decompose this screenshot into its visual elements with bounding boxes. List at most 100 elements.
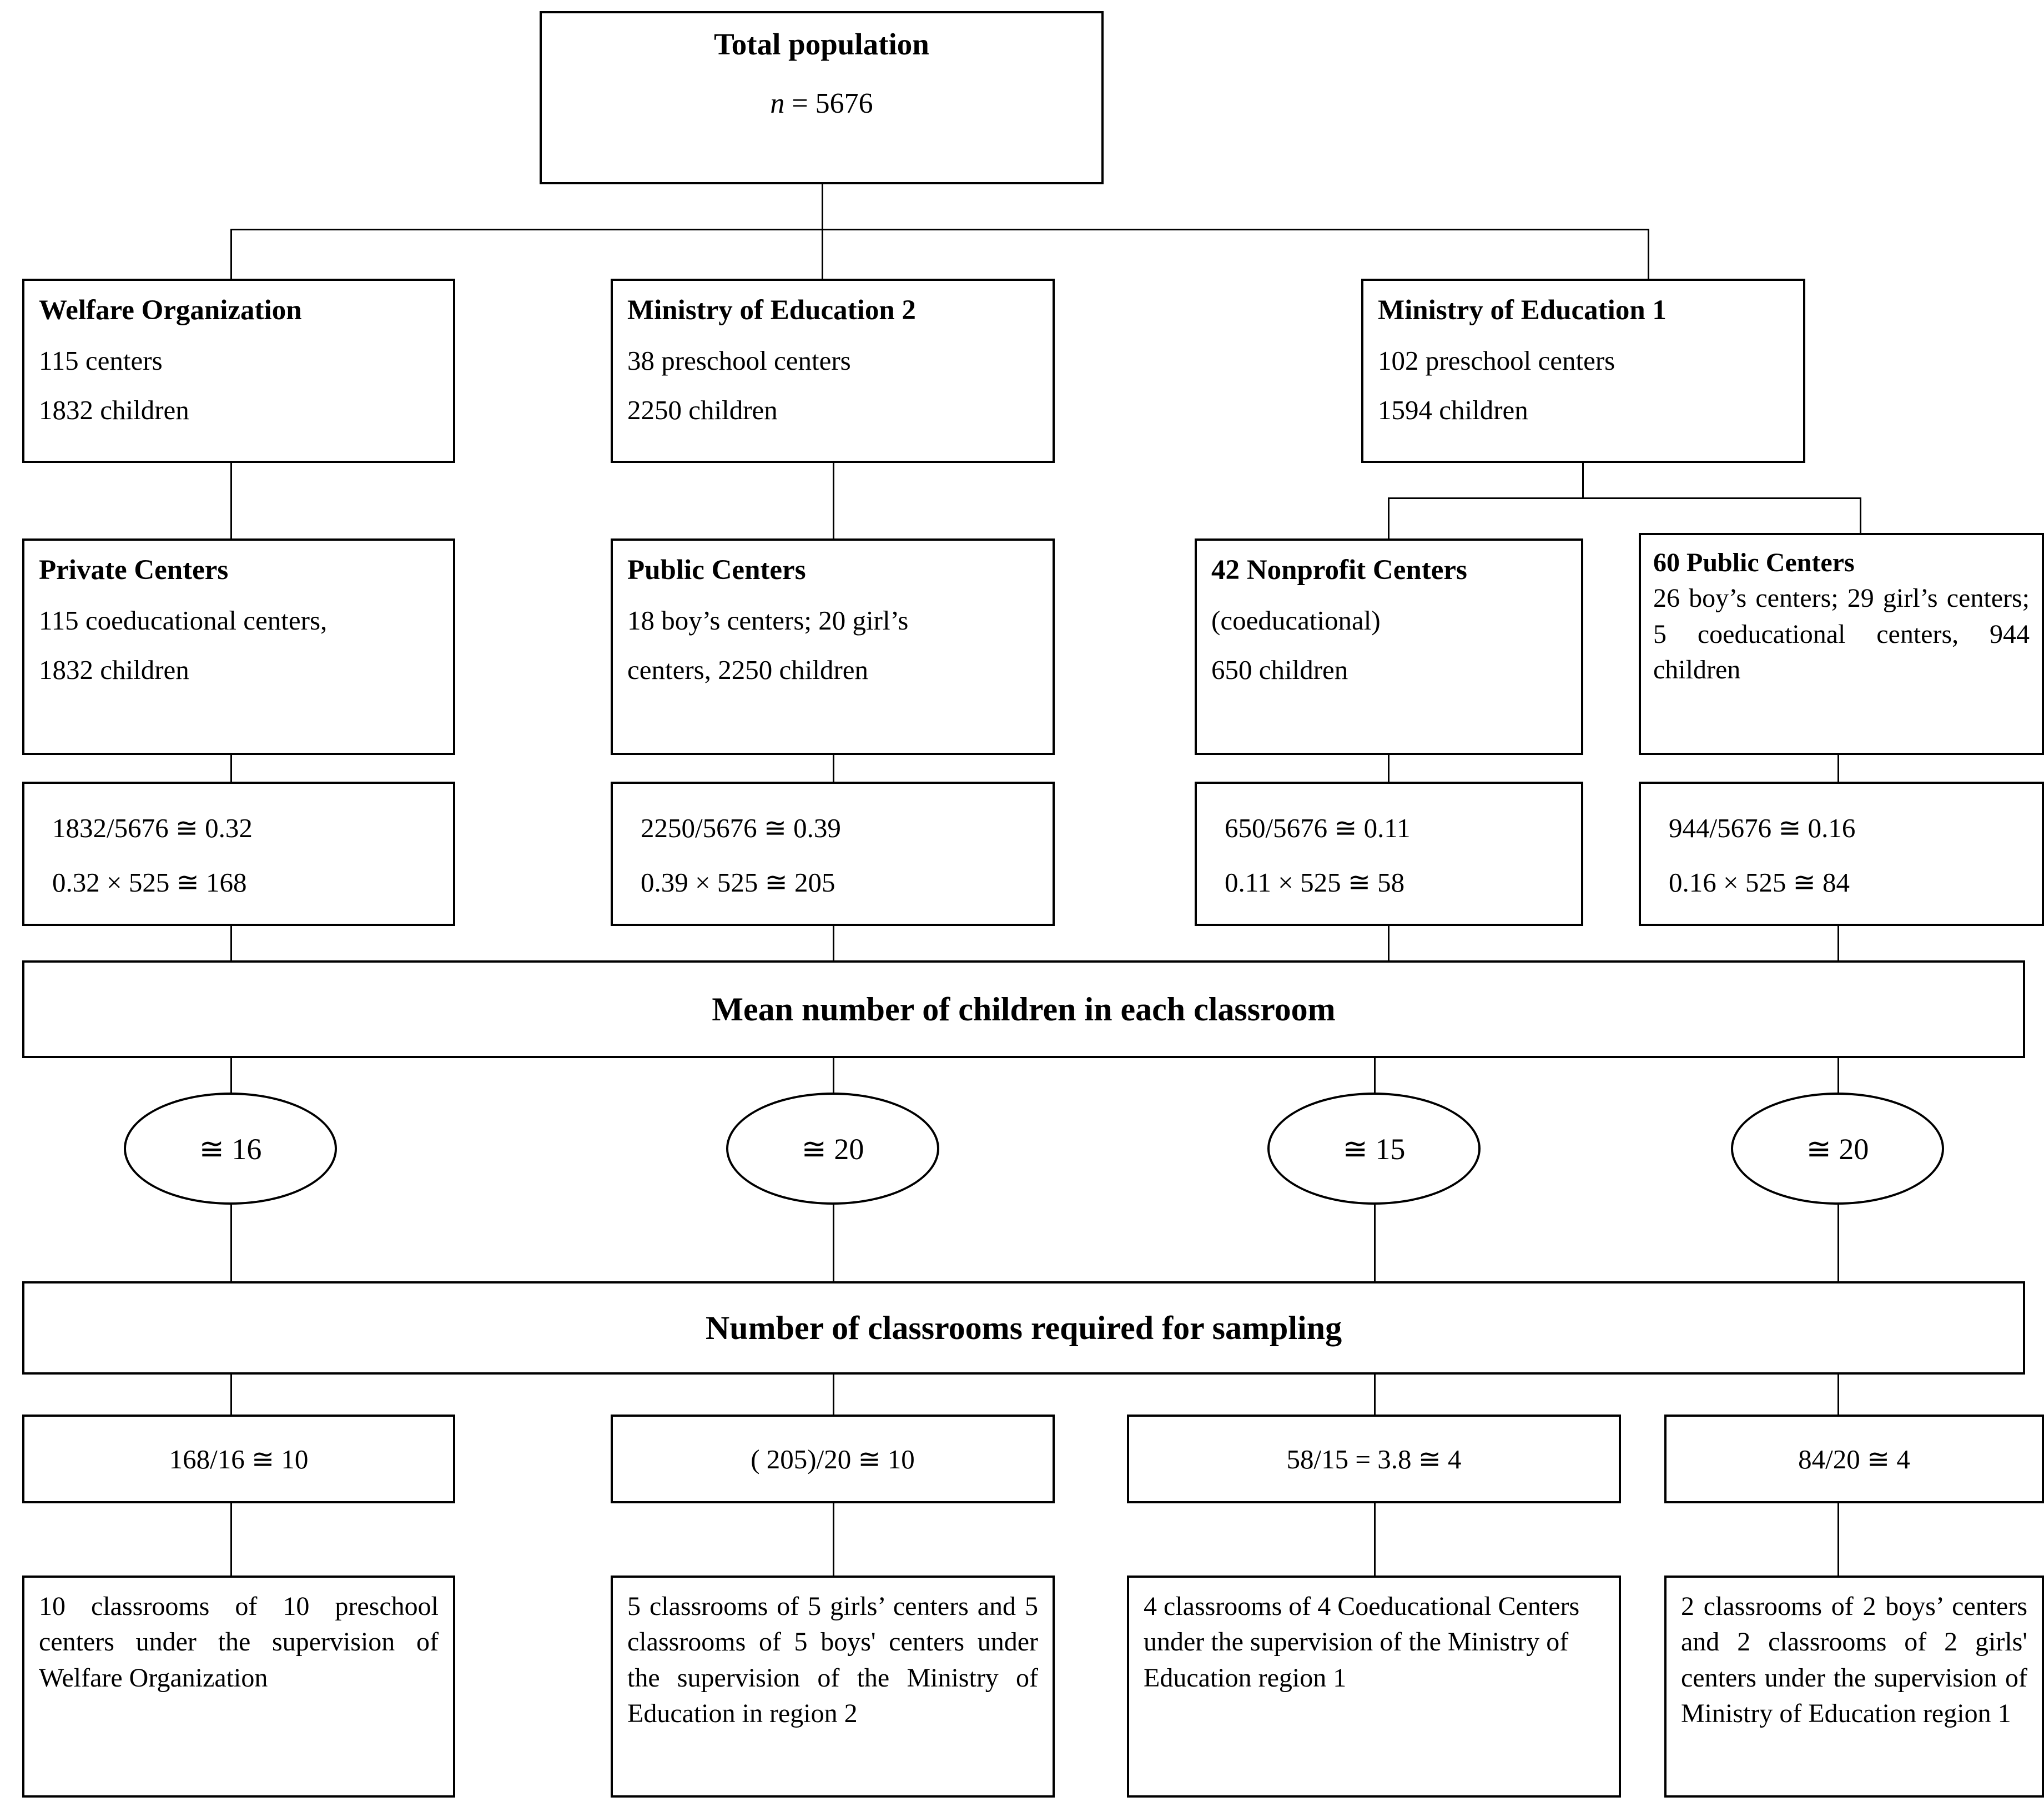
ministry-education-2-title: Ministry of Education 2 [627,295,916,326]
connector-banner2-to-calc-1 [230,1375,232,1415]
public-centers-line2: centers, 2250 children [627,655,869,686]
mean-ellipse-moe2-value: ≅ 20 [801,1132,864,1166]
nonprofit-centers-title: 42 Nonprofit Centers [1211,555,1467,586]
connector-banner2-to-calc-2 [833,1375,834,1415]
public-centers-line1: 18 boy’s centers; 20 girl’s [627,605,909,636]
mean-ellipse-nonprofit-value: ≅ 15 [1342,1132,1406,1166]
connector-to-nonprofit [1388,497,1389,538]
node-ministry-education-1: Ministry of Education 1 102 preschool ce… [1361,279,1805,463]
connector-banner-to-ellipse-2 [833,1058,834,1093]
banner-classrooms-required: Number of classrooms required for sampli… [22,1281,2025,1375]
banner-mean-children-label: Mean number of children in each classroo… [712,990,1336,1028]
outcome-public60: 2 classrooms of 2 boys’ centers and 2 cl… [1664,1576,2044,1798]
nonprofit-centers-line2: 650 children [1211,655,1348,686]
connector-to-welfare [230,229,232,279]
proportion-nonprofit-line2: 0.11 × 525 ≅ 58 [1225,867,1405,898]
welfare-organization-centers: 115 centers [39,345,163,376]
proportion-moe2-line2: 0.39 × 525 ≅ 205 [641,867,835,898]
connector-ellipse-2-to-banner2 [833,1205,834,1281]
connector-to-moe1 [1648,229,1649,279]
connector-prop-public60-to-banner [1837,926,1839,960]
connector-banner-to-ellipse-1 [230,1058,232,1093]
connector-banner2-to-calc-3 [1374,1375,1376,1415]
proportion-nonprofit-line1: 650/5676 ≅ 0.11 [1225,813,1411,843]
node-total-population: Total population n = 5676 [540,11,1104,184]
node-nonprofit-centers: 42 Nonprofit Centers (coeducational) 650… [1195,538,1583,755]
connector-moe1-down [1582,463,1584,497]
outcome-nonprofit-text: 4 classrooms of 4 Coeducational Centers … [1144,1592,1580,1693]
mean-ellipse-nonprofit: ≅ 15 [1267,1093,1481,1205]
outcome-welfare: 10 classrooms of 10 preschool centers un… [22,1576,455,1798]
node-public-centers: Public Centers 18 boy’s centers; 20 girl… [611,538,1055,755]
private-centers-title: Private Centers [39,555,229,586]
mean-ellipse-public60-value: ≅ 20 [1806,1132,1869,1166]
nonprofit-centers-line1: (coeducational) [1211,605,1381,636]
connector-banner-to-ellipse-4 [1837,1058,1839,1093]
node-ministry-education-2: Ministry of Education 2 38 preschool cen… [611,279,1055,463]
connector-calc-4-to-outcome [1837,1503,1839,1576]
ministry-education-1-title: Ministry of Education 1 [1378,295,1667,326]
public-centers-title: Public Centers [627,555,806,586]
proportion-public60-line2: 0.16 × 525 ≅ 84 [1669,867,1850,898]
connector-to-public60 [1860,497,1861,538]
public-60-centers-heading: 60 Public Centers [1653,548,1855,577]
welfare-organization-title: Welfare Organization [39,295,302,326]
proportion-box-moe2: 2250/5676 ≅ 0.39 0.39 × 525 ≅ 205 [611,782,1055,926]
node-welfare-organization: Welfare Organization 115 centers 1832 ch… [22,279,455,463]
connector-prop-moe2-to-banner [833,926,834,960]
mean-ellipse-moe2: ≅ 20 [726,1093,939,1205]
connector-banner-to-ellipse-3 [1374,1058,1376,1093]
outcome-nonprofit: 4 classrooms of 4 Coeducational Centers … [1127,1576,1621,1798]
ministry-education-2-children: 2250 children [627,395,778,426]
connector-banner2-to-calc-4 [1837,1375,1839,1415]
connector-ellipse-4-to-banner2 [1837,1205,1839,1281]
ministry-education-1-centers: 102 preschool centers [1378,345,1615,376]
ministry-education-2-centers: 38 preschool centers [627,345,851,376]
connector-ellipse-1-to-banner2 [230,1205,232,1281]
outcome-welfare-text: 10 classrooms of 10 preschool centers un… [39,1592,439,1693]
connector-to-moe2 [822,229,823,279]
n-value: = 5676 [792,87,873,119]
connector-root-down [822,184,823,229]
classroom-calc-nonprofit: 58/15 = 3.8 ≅ 4 [1127,1415,1621,1503]
private-centers-line1: 115 coeducational centers, [39,605,328,636]
connector-level2-bus [230,229,1649,230]
private-centers-line2: 1832 children [39,655,189,686]
classroom-calc-moe2: ( 205)/20 ≅ 10 [611,1415,1055,1503]
classroom-calc-public60-value: 84/20 ≅ 4 [1798,1443,1910,1474]
connector-moe2-to-public [833,463,834,538]
outcome-public60-text: 2 classrooms of 2 boys’ centers and 2 cl… [1681,1592,2027,1728]
node-private-centers: Private Centers 115 coeducational center… [22,538,455,755]
connector-private-to-prop [230,755,232,782]
proportion-moe2-line1: 2250/5676 ≅ 0.39 [641,813,841,843]
connector-prop-nonprofit-to-banner [1388,926,1389,960]
total-population-n: n = 5676 [556,87,1087,120]
proportion-welfare-line2: 0.32 × 525 ≅ 168 [52,867,247,898]
n-symbol: n [770,87,785,119]
connector-ellipse-3-to-banner2 [1374,1205,1376,1281]
mean-ellipse-welfare: ≅ 16 [124,1093,337,1205]
connector-calc-2-to-outcome [833,1503,834,1576]
proportion-box-public60: 944/5676 ≅ 0.16 0.16 × 525 ≅ 84 [1639,782,2044,926]
connector-calc-1-to-outcome [230,1503,232,1576]
proportion-box-nonprofit: 650/5676 ≅ 0.11 0.11 × 525 ≅ 58 [1195,782,1583,926]
proportion-box-welfare: 1832/5676 ≅ 0.32 0.32 × 525 ≅ 168 [22,782,455,926]
outcome-moe2-text: 5 classrooms of 5 girls’ centers and 5 c… [627,1592,1038,1728]
connector-welfare-to-private [230,463,232,538]
classroom-calc-welfare-value: 168/16 ≅ 10 [169,1443,309,1474]
mean-ellipse-welfare-value: ≅ 16 [199,1132,262,1166]
classroom-calc-nonprofit-value: 58/15 = 3.8 ≅ 4 [1286,1443,1462,1474]
banner-mean-children: Mean number of children in each classroo… [22,960,2025,1058]
classroom-calc-public60: 84/20 ≅ 4 [1664,1415,2044,1503]
connector-calc-3-to-outcome [1374,1503,1376,1576]
outcome-moe2: 5 classrooms of 5 girls’ centers and 5 c… [611,1576,1055,1798]
welfare-organization-children: 1832 children [39,395,189,426]
classroom-calc-moe2-value: ( 205)/20 ≅ 10 [751,1443,915,1474]
connector-moe1-bus [1388,497,1860,499]
ministry-education-1-children: 1594 children [1378,395,1528,426]
classroom-calc-welfare: 168/16 ≅ 10 [22,1415,455,1503]
connector-prop-welfare-to-banner [230,926,232,960]
banner-classrooms-required-label: Number of classrooms required for sampli… [705,1309,1342,1346]
mean-ellipse-public60: ≅ 20 [1731,1093,1944,1205]
